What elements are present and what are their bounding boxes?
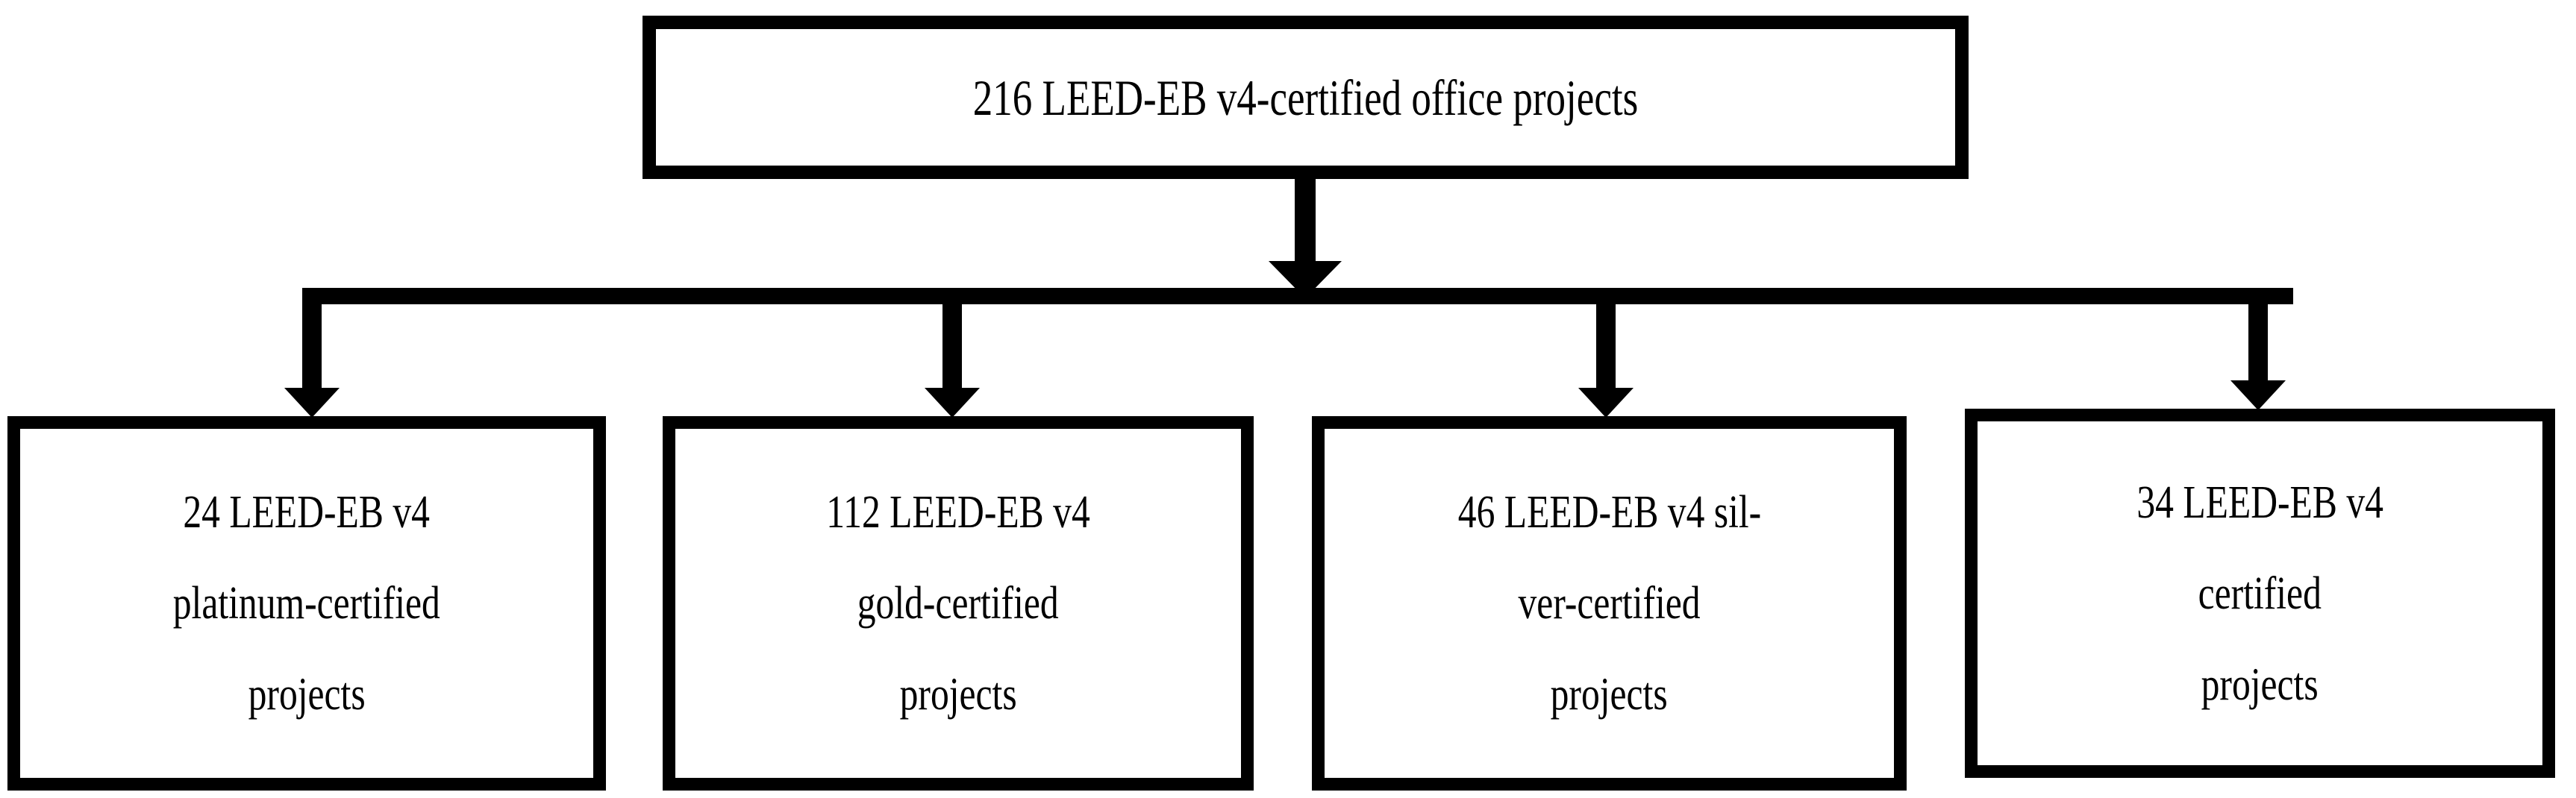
node-silver-projects: 46 LEED-EB v4 sil- ver-certified project… bbox=[1312, 416, 1907, 791]
connector-bus bbox=[302, 288, 2293, 304]
node-gold-line-3: projects bbox=[899, 669, 1017, 720]
edge-bus-to-node-1 bbox=[284, 294, 340, 418]
node-platinum-projects: 24 LEED-EB v4 platinum-certified project… bbox=[7, 416, 606, 791]
node-root-line-1: 216 LEED-EB v4-certified office projects bbox=[972, 69, 1639, 126]
node-certified-projects: 34 LEED-EB v4 certified projects bbox=[1965, 409, 2555, 778]
node-silver-line-3: projects bbox=[1550, 669, 1668, 720]
edge-bus-to-node-2 bbox=[925, 294, 980, 418]
node-silver-line-2: ver-certified bbox=[1518, 578, 1701, 629]
node-gold-projects: 112 LEED-EB v4 gold-certified projects bbox=[663, 416, 1254, 791]
edge-bus-to-node-4 bbox=[2230, 294, 2286, 410]
node-certified-line-2: certified bbox=[2198, 568, 2322, 619]
node-silver-line-1: 46 LEED-EB v4 sil- bbox=[1457, 487, 1761, 538]
node-platinum-line-1: 24 LEED-EB v4 bbox=[183, 487, 431, 538]
node-gold-line-2: gold-certified bbox=[857, 578, 1059, 629]
node-gold-line-1: 112 LEED-EB v4 bbox=[826, 487, 1090, 538]
node-certified-line-1: 34 LEED-EB v4 bbox=[2136, 477, 2383, 528]
edge-bus-to-node-3 bbox=[1578, 294, 1634, 418]
node-platinum-line-2: platinum-certified bbox=[172, 578, 441, 629]
node-certified-line-3: projects bbox=[2201, 659, 2319, 710]
node-root-total-projects: 216 LEED-EB v4-certified office projects bbox=[643, 16, 1969, 179]
edge-root-to-bus bbox=[1269, 179, 1342, 298]
node-platinum-line-3: projects bbox=[248, 669, 366, 720]
